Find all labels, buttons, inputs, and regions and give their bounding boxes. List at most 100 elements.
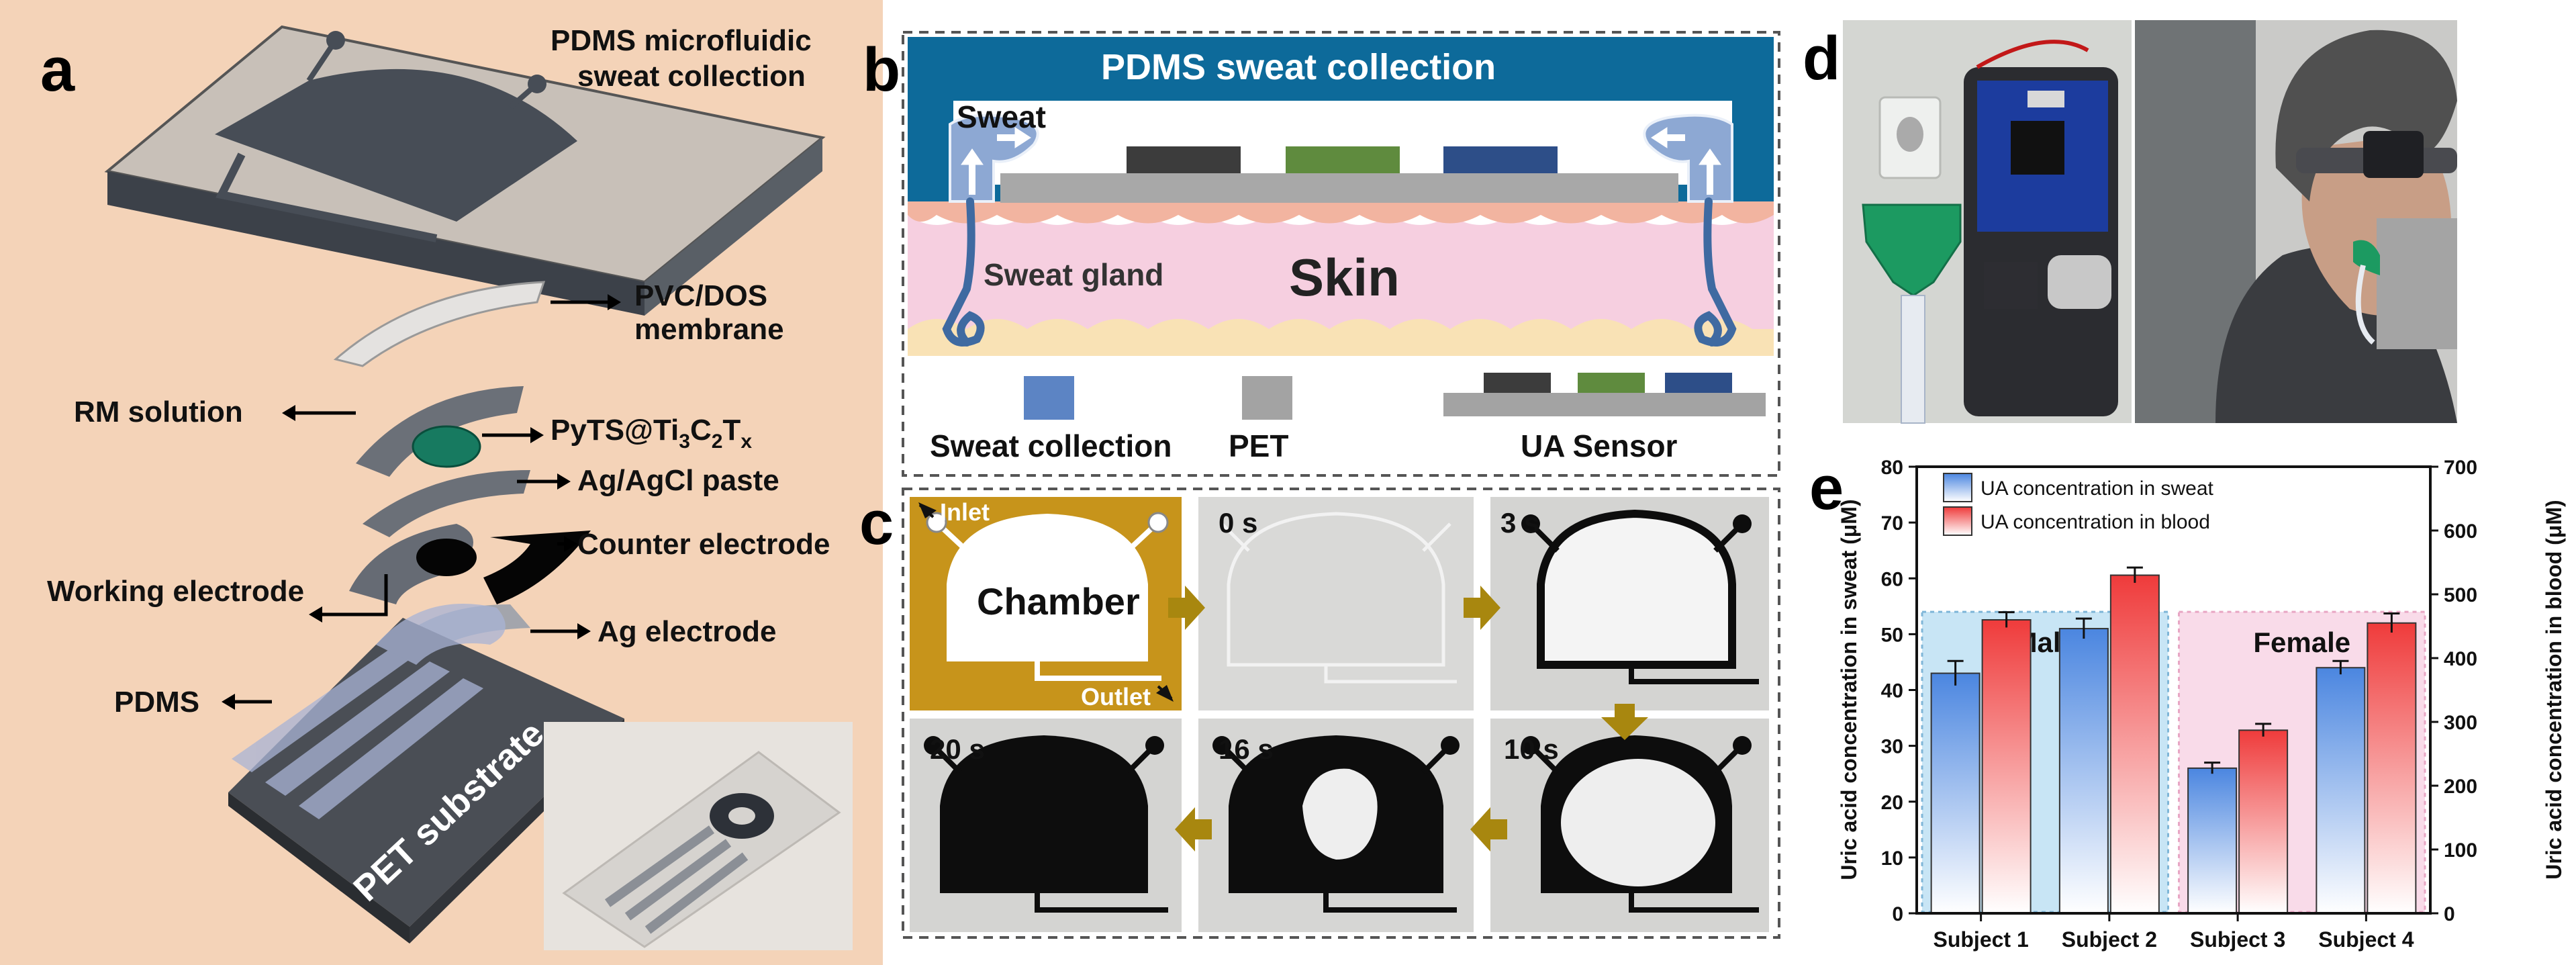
- bar-blood-4: [2367, 622, 2417, 914]
- arrow-down: [1601, 704, 1648, 740]
- y-tick-label-left-6: 60: [1881, 568, 1903, 590]
- sweat-gland-left: [942, 197, 985, 347]
- legend-swatch-sweat: [1943, 473, 1972, 502]
- photo-wearer: [2135, 20, 2457, 423]
- arrow-left-2: [1175, 807, 1212, 852]
- bar-sweat-1: [1930, 672, 1981, 914]
- legend-sensor-blue: [1665, 373, 1732, 393]
- arrow-left-1: [1470, 807, 1507, 852]
- legend-pet-label: PET: [1229, 428, 1288, 463]
- y-tick-label-right-6: 600: [2444, 520, 2477, 543]
- panel-e-letter: e: [1809, 454, 1844, 522]
- pyts-green-dot: [412, 425, 481, 468]
- y-tick-label-left-4: 40: [1881, 680, 1903, 702]
- sensor-green-holder: [1862, 203, 1962, 297]
- y-tick-label-left-5: 50: [1881, 624, 1903, 646]
- pdms-label: PDMS: [114, 686, 199, 719]
- legend-sensor-black: [1484, 373, 1551, 393]
- y-axis-title-right: Uric acid concentration in blood (μM): [2542, 500, 2566, 879]
- pvc-membrane: [333, 281, 546, 367]
- sweat-gland-right: [1694, 197, 1737, 347]
- y-tick-label-right-7: 700: [2444, 457, 2477, 479]
- pdms-top-label-2: sweat collection: [577, 60, 806, 93]
- ag-label: Ag electrode: [598, 615, 777, 648]
- legend-label-blood: UA concentration in blood: [1981, 511, 2210, 533]
- frame-schematic: [910, 497, 1182, 710]
- legend-sweat-label: Sweat collection: [930, 428, 1172, 463]
- time-label-20s: 20 s: [930, 733, 985, 765]
- sensor-blue: [1443, 146, 1558, 173]
- x-tick-label-2: Subject 2: [2062, 927, 2157, 952]
- sweat-arrows: [961, 127, 1721, 195]
- device-photo: [544, 722, 853, 950]
- bar-blood-1: [1981, 619, 2032, 914]
- working-arrow: [322, 574, 388, 616]
- y-tick-label-left-8: 80: [1881, 457, 1903, 479]
- arrow-right-1: [1168, 586, 1205, 630]
- legend-label-sweat: UA concentration in sweat: [1981, 477, 2214, 500]
- x-tick-label-4: Subject 4: [2318, 927, 2414, 952]
- x-tick-label-3: Subject 3: [2190, 927, 2285, 952]
- working-electrode-center: [416, 539, 477, 576]
- bar-blood-2: [2109, 574, 2160, 914]
- time-label-0s: 0 s: [1219, 507, 1257, 539]
- bar-sweat-4: [2316, 667, 2366, 914]
- y-axis-title-left: Uric acid concentration in sweat (μM): [1837, 499, 1861, 880]
- pdms-cover-label: PDMS sweat collection: [1101, 47, 1496, 87]
- sensor-green: [1286, 146, 1400, 173]
- y-tick-label-left-3: 30: [1881, 736, 1903, 758]
- y-tick-label-right-5: 500: [2444, 584, 2477, 606]
- y-tick-label-right-3: 300: [2444, 712, 2477, 734]
- y-tick-label-left-7: 70: [1881, 512, 1903, 535]
- inlet-label: Inlet: [940, 498, 990, 526]
- legend-pet-swatch: [1242, 376, 1292, 420]
- chart-legend: UA concentration in sweat UA concentrati…: [1943, 473, 2214, 536]
- rm-label: RM solution: [74, 396, 243, 428]
- pdms-strips: [232, 604, 506, 819]
- chart-bars: [1930, 566, 2417, 914]
- arrow-right-2: [1464, 586, 1500, 630]
- agagcl-layer: [363, 470, 530, 537]
- bar-sweat-2: [2058, 628, 2109, 914]
- y-tick-label-right-2: 200: [2444, 776, 2477, 798]
- y-tick-label-right-1: 100: [2444, 839, 2477, 862]
- time-label-16s: 16 s: [1219, 733, 1274, 765]
- skin-fat-layer: [908, 319, 1774, 356]
- legend-swatch-blood: [1943, 506, 1972, 536]
- legend-sensor-green: [1578, 373, 1645, 393]
- panel-c-letter: c: [859, 489, 894, 557]
- frame-0s: [1198, 497, 1474, 710]
- sweat-label: Sweat: [957, 99, 1046, 134]
- bar-blood-3: [2238, 729, 2289, 914]
- pdms-top-label-1: PDMS microfluidic: [551, 24, 812, 57]
- bar-sweat-3: [2187, 767, 2238, 914]
- panel-d-letter: d: [1803, 24, 1840, 93]
- y-tick-label-left-1: 10: [1881, 847, 1903, 870]
- panel-a-letter: a: [40, 36, 75, 104]
- time-label-3s: 3 s: [1500, 507, 1539, 539]
- photo-device: [1843, 20, 2132, 424]
- frame-3s: [1490, 497, 1769, 710]
- skin-label: Skin: [1289, 248, 1400, 307]
- frame-10s: [1490, 719, 1769, 932]
- time-label-10s: 10 s: [1504, 733, 1559, 765]
- legend-sweat-swatch: [1024, 376, 1074, 420]
- y-tick-label-right-4: 400: [2444, 648, 2477, 670]
- x-tick-label-1: Subject 1: [1933, 927, 2028, 952]
- outlet-label: Outlet: [1081, 683, 1151, 710]
- chart-axes: Subject 1 Subject 2 Subject 3 Subject 4 0 10 2…: [1881, 457, 2477, 952]
- pyts-label: PyTS@Ti3C2Tx: [551, 414, 752, 453]
- y-tick-label-left-0: 0: [1892, 903, 1903, 925]
- group-label-female: Female: [2253, 627, 2350, 658]
- legend-sensor-pet: [1443, 393, 1766, 416]
- y-tick-label-right-0: 0: [2444, 903, 2455, 925]
- agagcl-label: Ag/AgCl paste: [577, 464, 779, 497]
- panel-b-letter: b: [863, 36, 900, 104]
- pet-strip: [1000, 173, 1678, 203]
- frame-20s: [910, 719, 1182, 932]
- sensor-black: [1127, 146, 1241, 173]
